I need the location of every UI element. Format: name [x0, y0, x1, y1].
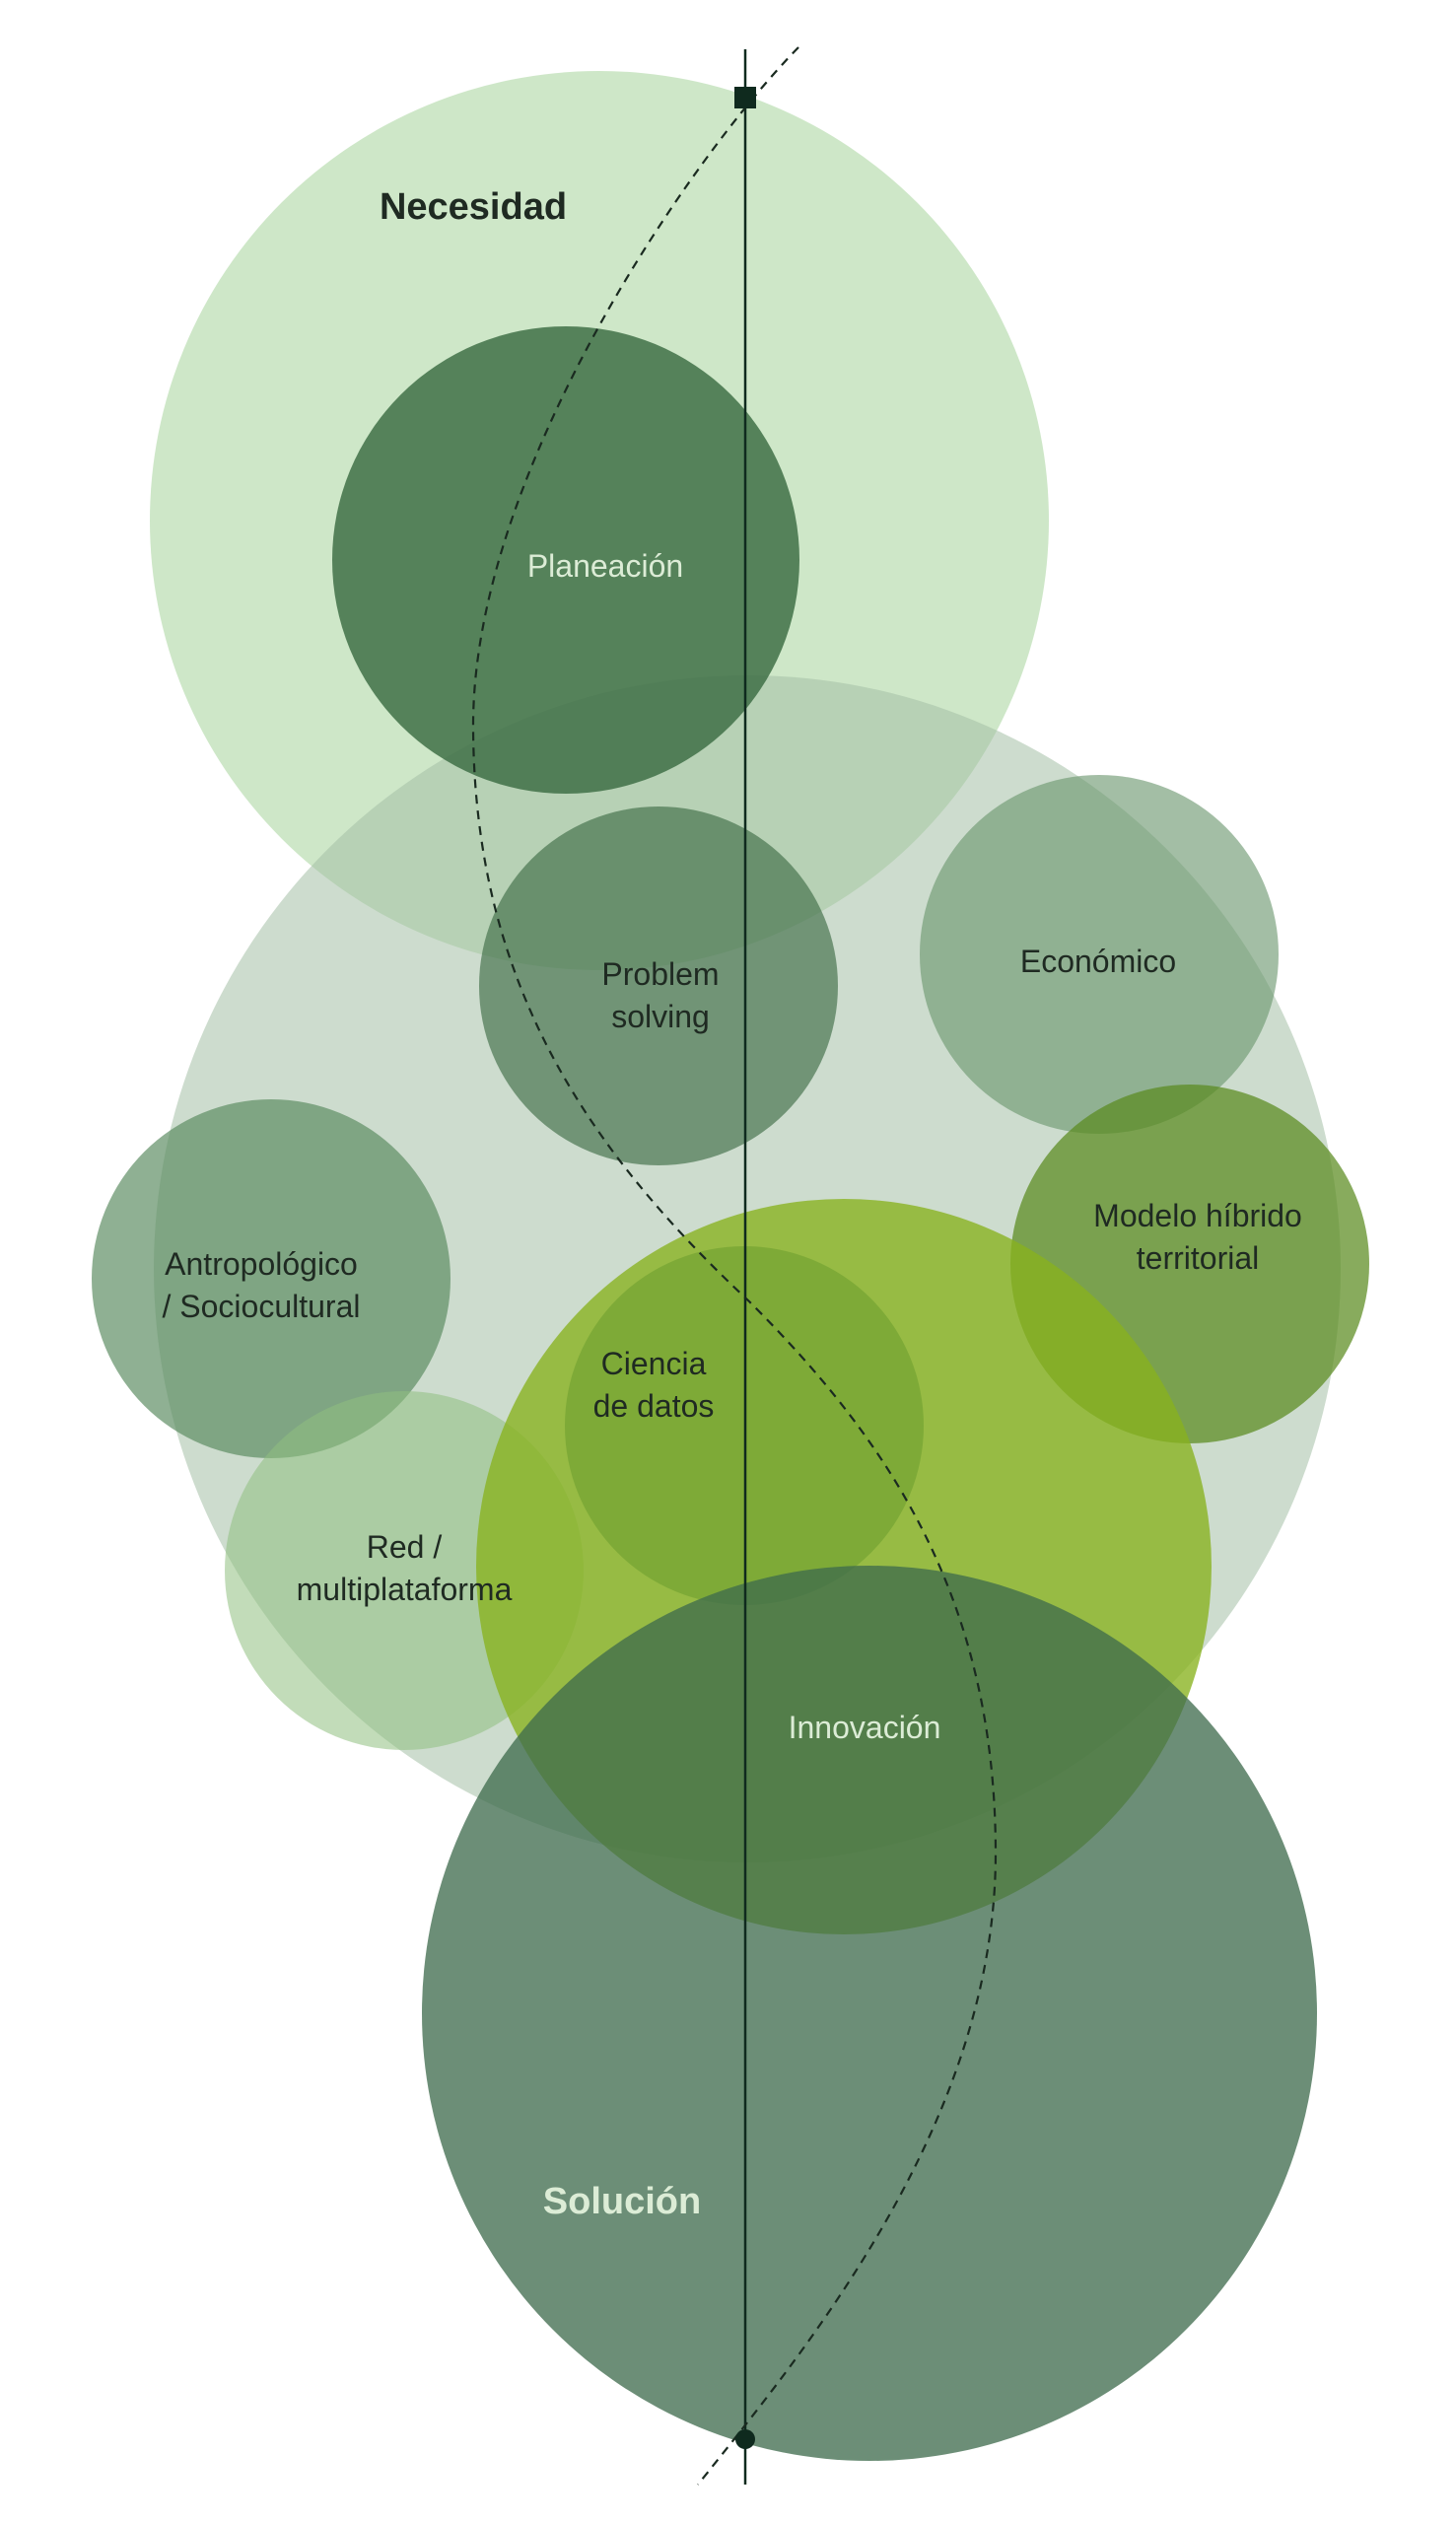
planeacion-label: Planeación	[527, 548, 683, 584]
bottom-marker	[735, 2429, 755, 2449]
dashed-path	[471, 46, 998, 2486]
planeacion-circle	[332, 326, 799, 794]
modelo-hibrido-label-2: territorial	[1137, 1240, 1259, 1276]
ciencia-datos-label-1: Ciencia	[601, 1346, 707, 1381]
modelo-hibrido-label-1: Modelo híbrido	[1093, 1198, 1302, 1233]
economico-label: Económico	[1020, 944, 1176, 979]
problem-solving-label-1: Problem	[601, 956, 719, 992]
red-label-1: Red /	[367, 1529, 443, 1565]
antropologico-circle	[92, 1099, 451, 1458]
solucion-label: Solución	[543, 2181, 701, 2222]
ciencia-datos-label-2: de datos	[593, 1388, 715, 1424]
antropologico-label-1: Antropológico	[165, 1246, 358, 1282]
problem-solving-label-2: solving	[611, 999, 710, 1034]
red-label-2: multiplataforma	[297, 1572, 513, 1607]
top-marker	[734, 87, 756, 108]
problem-solving-circle	[479, 806, 838, 1165]
innovacion-label: Innovación	[789, 1710, 941, 1745]
solucion-circle	[422, 1566, 1317, 2461]
necesidad-label: Necesidad	[380, 186, 567, 228]
economico-circle	[920, 775, 1279, 1134]
antropologico-label-2: / Sociocultural	[163, 1289, 361, 1324]
